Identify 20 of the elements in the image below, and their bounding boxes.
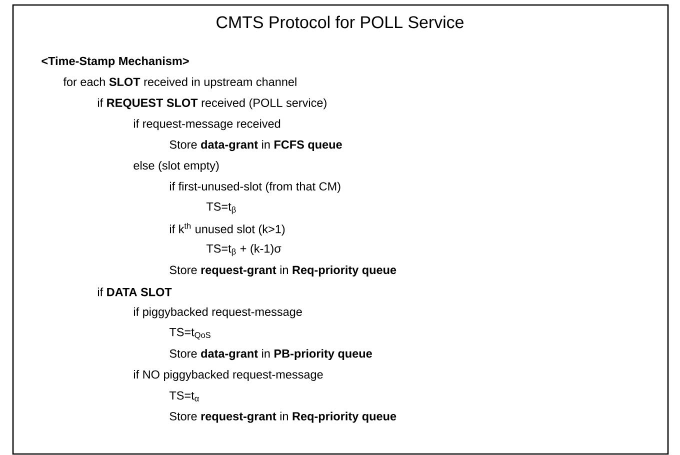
- code-line: Store data-grant in PB-priority queue: [170, 349, 372, 360]
- section-heading: <Time-Stamp Mechanism>: [42, 56, 189, 68]
- code-line: TS=t$_{β}$ + (k-1)σ: [206, 244, 282, 256]
- code-line: Store data-grant in FCFS queue: [170, 140, 342, 152]
- code-line: if piggybacked request-message: [134, 307, 302, 318]
- code-line: if request-message received: [134, 119, 280, 130]
- code-line: if DATA SLOT: [98, 288, 172, 296]
- code-line: if k$^{th}$ unused slot (k>1): [170, 222, 285, 236]
- pseudocode-box: [12, 4, 669, 455]
- code-line: if REQUEST SLOT received (POLL service): [98, 98, 326, 110]
- code-line: for each SLOT received in upstream channel: [63, 77, 296, 88]
- code-line: TS=t$_{QoS}$: [169, 328, 210, 340]
- code-line: Store request-grant in Req-priority queue: [170, 266, 396, 276]
- code-line: TS=t$_{α}$: [169, 391, 199, 402]
- code-line: if NO piggybacked request-message: [134, 370, 323, 381]
- code-line: else (slot empty): [134, 161, 219, 172]
- code-line: if first-unused-slot (from that CM): [170, 182, 340, 193]
- code-line: Store request-grant in Req-priority queue: [170, 412, 396, 423]
- title: CMTS Protocol for POLL Service: [216, 16, 464, 28]
- code-line: TS=t$_{β}$: [206, 202, 236, 214]
